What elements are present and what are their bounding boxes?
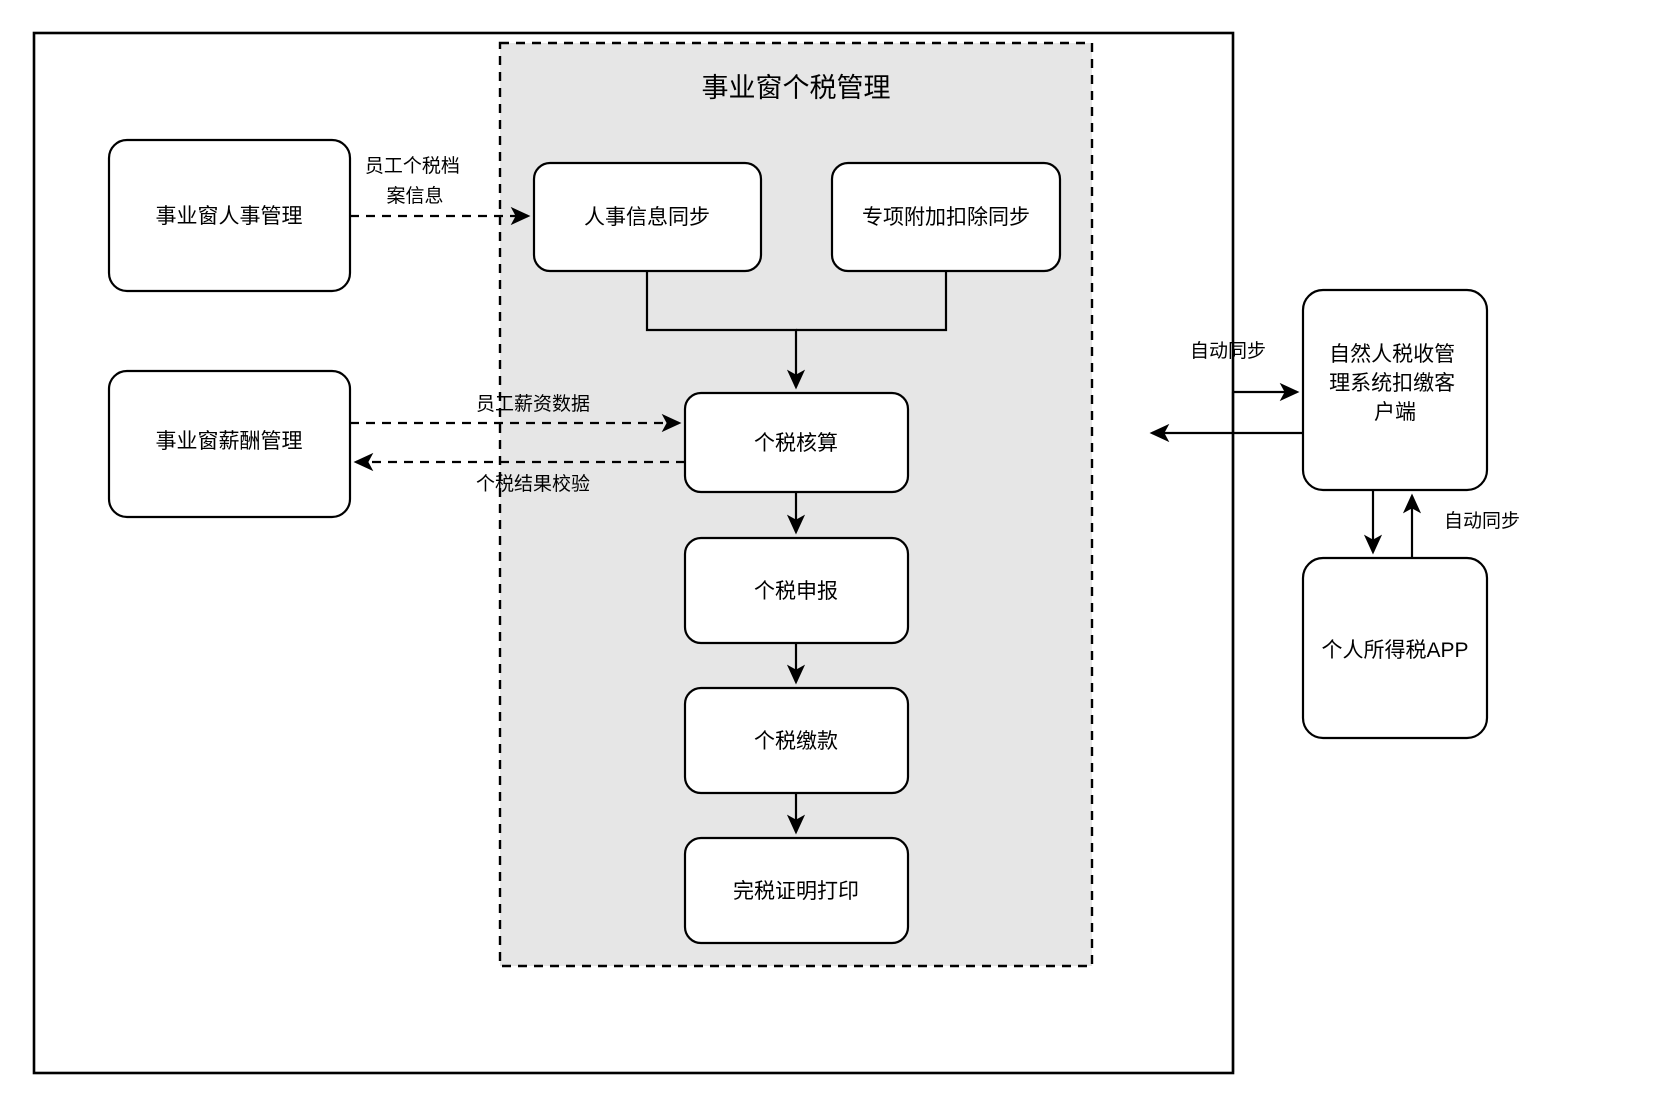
edge-label-hr-to-sync: 员工个税档 案信息	[365, 155, 465, 207]
node-sync-special-deduction-label: 专项附加扣除同步	[862, 206, 1030, 229]
tax-client-line-2: 理系统扣缴客	[1329, 372, 1455, 395]
node-tax-certificate-print[interactable]	[683, 836, 910, 945]
edge-label-auto-sync-out: 自动同步	[1190, 340, 1266, 362]
node-tax-payment-label: 个税缴款	[754, 730, 838, 753]
node-payroll-management[interactable]	[107, 369, 352, 519]
edge-sync-hr-to-calc	[645, 271, 806, 390]
node-hr-management-label: 事业窗人事管理	[156, 205, 303, 228]
edge-label-calc-to-payroll: 个税结果校验	[476, 473, 590, 495]
node-tax-certificate-print-label: 完税证明打印	[733, 880, 859, 903]
node-tax-calculation-label: 个税核算	[754, 432, 838, 455]
node-tax-client-system[interactable]	[1301, 288, 1489, 492]
node-sync-hr-info-label: 人事信息同步	[584, 206, 710, 229]
group-title: 事业窗个税管理	[702, 73, 891, 103]
edge-sync-deduction-to-calc	[796, 271, 948, 332]
node-payroll-management-label: 事业窗薪酬管理	[156, 430, 303, 453]
node-personal-tax-app[interactable]	[1301, 556, 1489, 740]
node-personal-tax-app-label: 个人所得税APP	[1321, 639, 1468, 662]
edge-label-payroll-to-calc: 员工薪资数据	[476, 393, 590, 415]
node-tax-client-system-label: 自然人税收管 理系统扣缴客 户端	[1329, 343, 1461, 424]
edge-label-hr-line-1: 员工个税档	[365, 155, 460, 177]
tax-client-line-1: 自然人税收管	[1329, 343, 1455, 366]
node-tax-declaration-label: 个税申报	[754, 580, 838, 603]
edge-label-auto-sync-app: 自动同步	[1444, 510, 1520, 532]
edge-label-hr-line-2: 案信息	[386, 185, 443, 207]
tax-client-line-3: 户端	[1374, 401, 1416, 424]
